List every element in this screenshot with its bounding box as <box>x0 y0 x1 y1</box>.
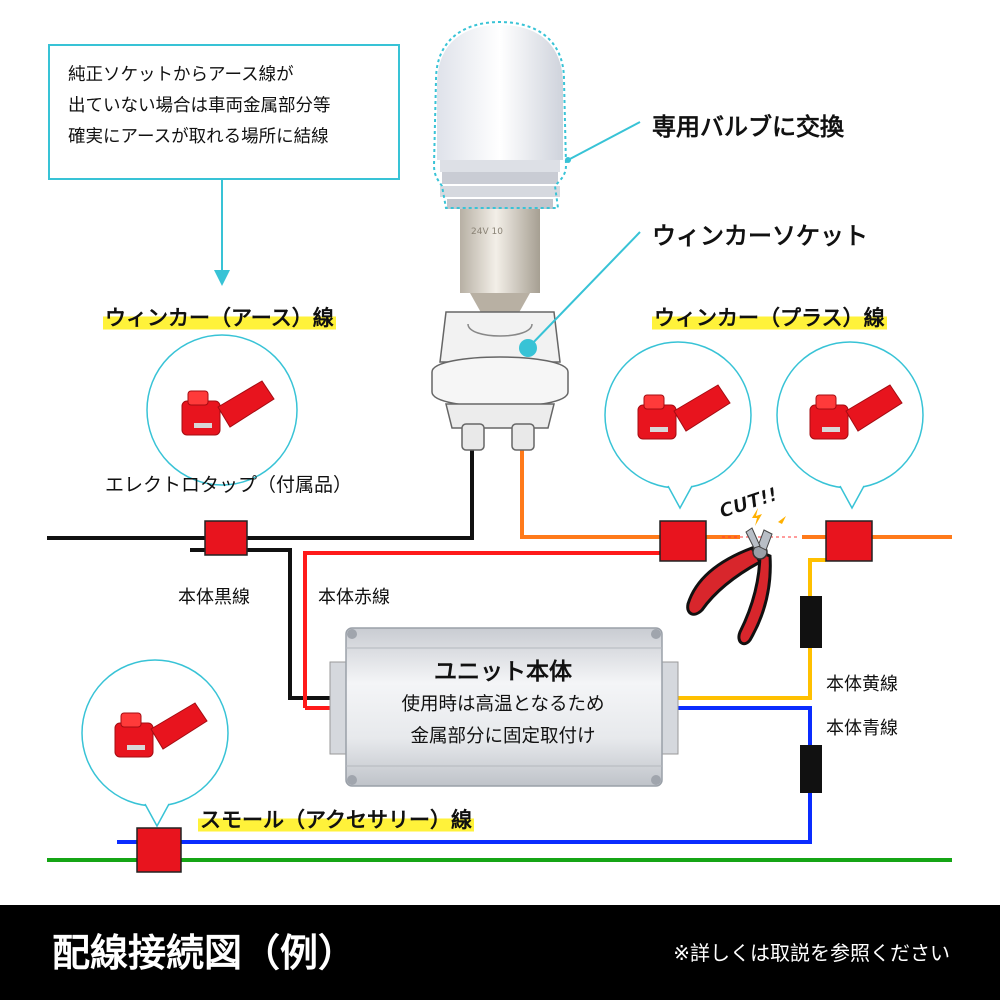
small-wire-label: スモール（アクセサリー）線 <box>198 804 474 834</box>
spark-icon <box>752 508 786 526</box>
unit-note-line: 金属部分に固定取付け <box>410 726 596 747</box>
callout-bulb <box>565 121 641 163</box>
footer-title: 配線接続図（例） <box>52 931 357 975</box>
callout-socket <box>519 231 641 357</box>
inline-connector <box>800 745 822 793</box>
electro-tap-icon <box>637 384 731 440</box>
tap-bubble-plus-right <box>776 341 924 510</box>
electro-tap-label: エレクトロタップ（付属品） <box>105 474 353 496</box>
electro-tap-icon <box>114 702 208 758</box>
ground-note-line: 純正ソケットからアース線が <box>68 65 294 85</box>
unit-note-line: 使用時は高温となるため <box>401 694 605 715</box>
black-wire-label: 本体黒線 <box>178 587 250 608</box>
ground-note-line: 出ていない場合は車両金属部分等 <box>68 96 331 116</box>
footer-note: ※詳しくは取説を参照ください <box>673 941 950 965</box>
tap-connector-small <box>136 827 182 873</box>
electro-tap-icon <box>181 380 275 436</box>
inline-connector <box>800 596 822 648</box>
footer-bar <box>0 905 1000 1000</box>
led-bulb-icon: 24V 10 <box>432 20 568 318</box>
pliers-icon <box>686 527 773 646</box>
unit-title: ユニット本体 <box>434 659 572 685</box>
ground-wire-label: ウィンカー（アース）線 <box>103 302 336 332</box>
winker-socket-icon <box>431 311 569 451</box>
winker-ground-wire <box>47 448 474 540</box>
tap-bubble-plus-left <box>604 341 752 510</box>
cut-label: CUT!! <box>717 483 781 522</box>
ground-note-line: 確実にアースが取れる場所に結線 <box>68 127 329 147</box>
ground-arrow <box>214 180 230 286</box>
yellow-wire-label: 本体黄線 <box>826 674 898 695</box>
blue-wire-label: 本体青線 <box>826 718 898 739</box>
winker-socket-label: ウィンカーソケット <box>652 222 868 250</box>
tap-connector-plus-right <box>825 520 873 562</box>
bulb-replace-label: 専用バルブに交換 <box>652 113 844 141</box>
body-black-wire <box>190 548 350 700</box>
tap-connector-plus-left <box>659 520 707 562</box>
tap-bubble-small <box>81 659 229 828</box>
ground-note-box: 純正ソケットからアース線が 出ていない場合は車両金属部分等 確実にアースが取れる… <box>48 44 400 180</box>
plus-wire-label: ウィンカー（プラス）線 <box>652 302 887 332</box>
red-wire-label: 本体赤線 <box>318 587 390 608</box>
bulb-marking: 24V 10 <box>471 227 503 237</box>
tap-connector-ground <box>204 520 248 556</box>
electro-tap-icon <box>809 384 903 440</box>
